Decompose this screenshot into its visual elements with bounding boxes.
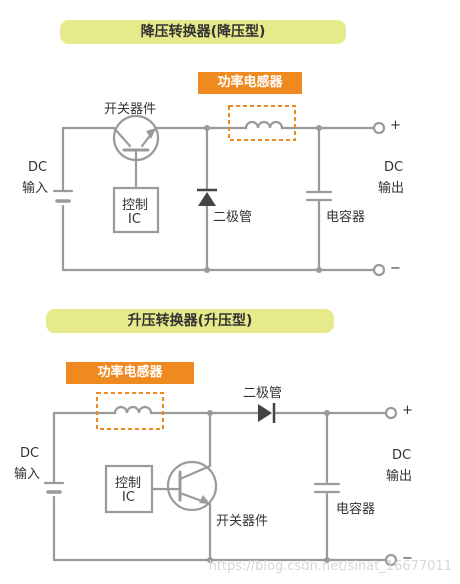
buck-control-ic-line2: IC [128, 212, 141, 227]
buck-inductor-tag: 功率电感器 [198, 72, 302, 94]
buck-plus-sign: + [390, 118, 401, 133]
boost-diode-symbol [258, 403, 276, 423]
boost-plus-sign: + [402, 403, 413, 418]
buck-diode-label: 二极管 [213, 210, 253, 225]
boost-control-ic-line1: 控制 [115, 476, 142, 491]
boost-minus-terminal [384, 553, 398, 567]
buck-minus-terminal [372, 263, 386, 277]
buck-output-line1: DC [384, 160, 404, 175]
boost-control-ic-line2: IC [122, 490, 135, 505]
boost-inductor-tag: 功率电感器 [66, 362, 194, 384]
buck-control-ic-box [112, 186, 160, 234]
buck-minus-sign: − [390, 261, 401, 276]
boost-capacitor-label: 电容器 [336, 502, 376, 517]
boost-wires [52, 411, 388, 562]
buck-arrow [146, 128, 156, 139]
boost-inductor-symbol [103, 405, 169, 415]
buck-battery-symbol [52, 189, 74, 203]
boost-switch-label: 开关器件 [216, 514, 269, 529]
boost-minus-sign: − [402, 551, 413, 566]
buck-source-line2: 输入 [22, 181, 49, 196]
boost-source-line2: 输入 [14, 467, 41, 482]
boost-control-ic-box [104, 464, 154, 514]
boost-battery-symbol [43, 481, 65, 494]
buck-junction-dots [204, 125, 322, 273]
buck-capacitor-symbol [305, 190, 333, 202]
buck-inductor-highlight [228, 105, 296, 141]
boost-output-line1: DC [392, 448, 412, 463]
boost-output-line2: 输出 [386, 469, 413, 484]
boost-diode-label: 二极管 [243, 386, 283, 401]
buck-output-line2: 输出 [378, 181, 405, 196]
buck-diode-symbol [197, 188, 217, 206]
boost-capacitor-symbol [313, 482, 341, 494]
buck-inductor-symbol [228, 120, 294, 130]
buck-title: 降压转换器(降压型) [60, 20, 346, 44]
buck-plus-terminal [372, 121, 386, 135]
boost-arrow [199, 495, 210, 504]
buck-wires [61, 126, 376, 272]
buck-switch-label: 开关器件 [104, 102, 157, 117]
buck-capacitor-label: 电容器 [326, 210, 366, 225]
boost-junction-dots [207, 410, 330, 563]
watermark: https://blog.csdn.net/sinat_16677011 [208, 559, 452, 574]
boost-title: 升压转换器(升压型) [46, 309, 334, 333]
buck-transistor-symbol [112, 114, 160, 164]
boost-inductor-highlight [96, 392, 164, 430]
buck-source-line1: DC [28, 160, 48, 175]
boost-plus-terminal [384, 406, 398, 420]
buck-control-ic-line1: 控制 [122, 198, 149, 213]
boost-source-line1: DC [20, 446, 40, 461]
